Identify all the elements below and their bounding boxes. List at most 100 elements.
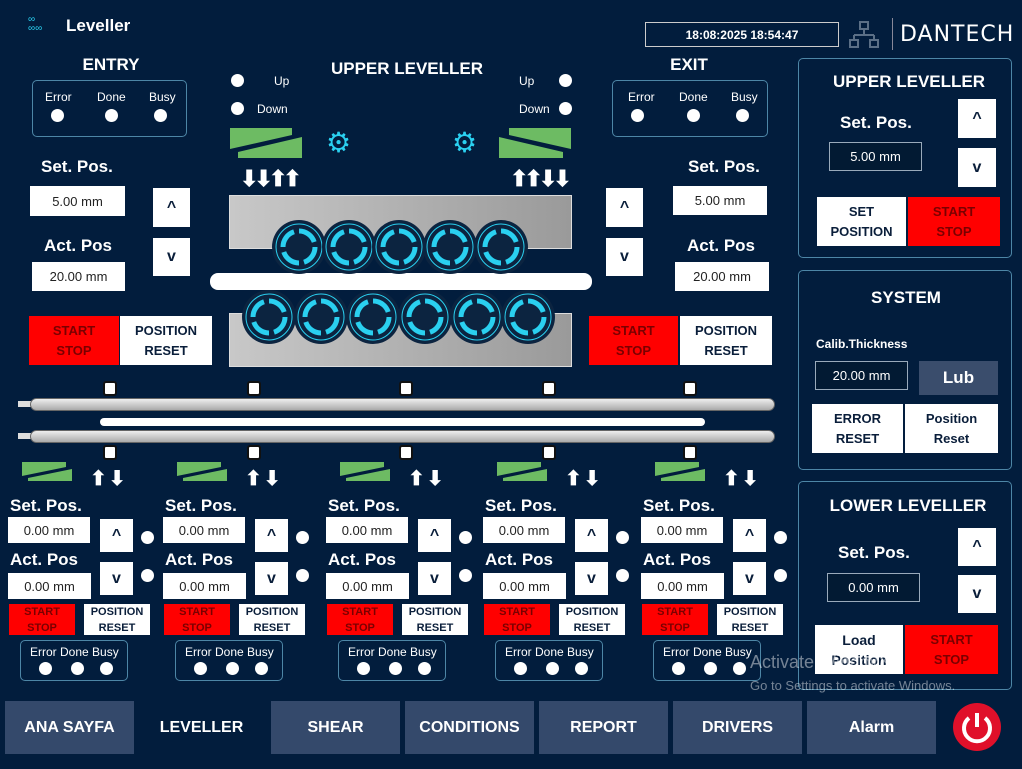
nav-conditions[interactable]: CONDITIONS <box>405 701 534 754</box>
station-set-input[interactable]: 0.00 mm <box>641 517 723 543</box>
entry-set-input[interactable]: 5.00 mm <box>30 186 125 216</box>
upper-rail <box>30 398 775 411</box>
station-down-button[interactable]: v <box>100 562 133 595</box>
left-down-label: Down <box>257 102 288 116</box>
network-icon[interactable] <box>848 20 880 50</box>
station-wedge-icon <box>22 462 72 481</box>
bearing-icon <box>247 381 261 396</box>
error-indicator <box>51 109 64 122</box>
station-set-input[interactable]: 0.00 mm <box>483 517 565 543</box>
status-error-label: Error <box>45 90 72 104</box>
exit-down-button[interactable]: v <box>606 238 643 276</box>
station-down-button[interactable]: v <box>255 562 288 595</box>
panel-upper-up-button[interactable]: ^ <box>958 99 996 138</box>
bearing-icon <box>103 381 117 396</box>
nav-report[interactable]: REPORT <box>539 701 668 754</box>
station-status-box: Error Done Busy <box>495 640 603 681</box>
station-up-indicator <box>459 531 472 544</box>
panel-lower-set-input[interactable]: 0.00 mm <box>827 573 920 602</box>
lub-button[interactable]: Lub <box>919 361 998 395</box>
station-down-button[interactable]: v <box>575 562 608 595</box>
station-set-label: Set. Pos. <box>485 496 557 515</box>
nav-leveller[interactable]: LEVELLER <box>159 718 244 736</box>
exit-status-box: Error Done Busy <box>612 80 768 137</box>
nav-drivers[interactable]: DRIVERS <box>673 701 802 754</box>
station-act-label: Act. Pos <box>328 550 397 569</box>
station-act-label: Act. Pos <box>165 550 234 569</box>
panel-lower-up-button[interactable]: ^ <box>958 528 996 566</box>
roller <box>501 290 555 344</box>
entry-down-button[interactable]: v <box>153 238 190 276</box>
station-up-indicator <box>774 531 787 544</box>
panel-upper-down-button[interactable]: v <box>958 148 996 187</box>
entry-act-value: 20.00 mm <box>32 262 125 291</box>
position-label: POSITION <box>565 605 619 618</box>
station-set-input[interactable]: 0.00 mm <box>326 517 408 543</box>
station-up-button[interactable]: ^ <box>255 519 288 552</box>
station-down-button[interactable]: v <box>418 562 451 595</box>
exit-up-button[interactable]: ^ <box>606 188 643 227</box>
left-gear-icon[interactable]: ⚙ <box>326 127 352 158</box>
right-gear-icon[interactable]: ⚙ <box>452 127 478 158</box>
station-down-button[interactable]: v <box>733 562 766 595</box>
panel-upper-set-input[interactable]: 5.00 mm <box>829 142 922 171</box>
station-up-button[interactable]: ^ <box>100 519 133 552</box>
station-status-box: Error Done Busy <box>338 640 446 681</box>
lower-leveller-panel <box>798 481 1012 690</box>
exit-set-input[interactable]: 5.00 mm <box>673 186 767 215</box>
roller <box>398 290 452 344</box>
station-act-label: Act. Pos <box>10 550 79 569</box>
right-down-label: Down <box>519 102 550 116</box>
station-arrows-icon: ⬆⬇ <box>723 468 761 490</box>
upper-leveller-title: UPPER LEVELLER <box>330 59 484 78</box>
station-up-indicator <box>141 531 154 544</box>
activation-watermark-sub: Go to Settings to activate Windows. <box>750 678 956 693</box>
bearing-icon <box>542 381 556 396</box>
stop-label: STOP <box>615 342 652 358</box>
busy-indicator <box>418 662 431 675</box>
entry-up-button[interactable]: ^ <box>153 188 190 227</box>
system-title: SYSTEM <box>871 288 941 307</box>
status-error-label: Error <box>628 90 655 104</box>
power-icon[interactable] <box>952 702 1002 752</box>
stop-label: STOP <box>182 621 212 634</box>
station-set-input[interactable]: 0.00 mm <box>8 517 90 543</box>
set-label: SET <box>848 203 875 219</box>
station-up-button[interactable]: ^ <box>733 519 766 552</box>
nav-shear[interactable]: SHEAR <box>271 701 400 754</box>
stop-label: STOP <box>936 223 972 239</box>
station-up-indicator <box>296 531 309 544</box>
station-up-button[interactable]: ^ <box>575 519 608 552</box>
station-set-input[interactable]: 0.00 mm <box>163 517 245 543</box>
station-up-button[interactable]: ^ <box>418 519 451 552</box>
panel-lower-down-button[interactable]: v <box>958 575 996 613</box>
station-status-labels: Error Done Busy <box>30 645 119 659</box>
nav-alarm[interactable]: Alarm <box>807 701 936 754</box>
station-wedge-icon <box>655 462 705 481</box>
nav-ana-sayfa[interactable]: ANA SAYFA <box>5 701 134 754</box>
done-indicator <box>389 662 402 675</box>
done-indicator <box>226 662 239 675</box>
exit-title: EXIT <box>670 55 708 74</box>
calib-input[interactable]: 20.00 mm <box>815 361 908 390</box>
